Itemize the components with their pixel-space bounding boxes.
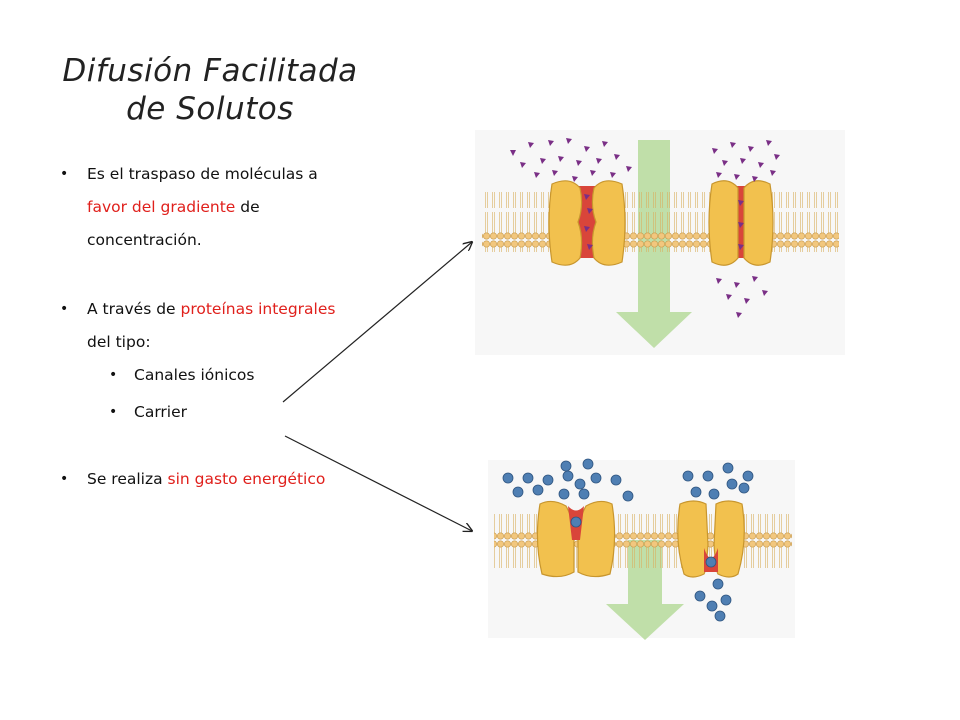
bullet-text: Es el traspaso de moléculas a: [87, 165, 318, 183]
lipid-bilayer: [482, 192, 839, 252]
channel-protein-left: [548, 180, 583, 266]
solute-particles: [502, 458, 754, 622]
bullet-text: A través de: [87, 300, 181, 318]
sub-bullet-text: Canales iónicos: [134, 366, 255, 384]
bullet-text: de concentración.: [87, 198, 260, 249]
title-line-2: de Solutos: [126, 91, 294, 127]
carrier-protein-left: [536, 500, 575, 578]
carrier-protein-right: [713, 500, 745, 578]
bullet-energy: Se realiza sin gasto energético: [60, 463, 360, 496]
channel-protein-right: [743, 180, 774, 266]
bullet-text: Se realiza: [87, 470, 168, 488]
ion-channel-illustration: [475, 130, 845, 355]
gradient-arrow-icon: [606, 540, 684, 640]
highlight-text: proteínas integrales: [180, 300, 336, 318]
slide-title: Difusión Facilitada de Solutos: [30, 52, 390, 128]
carrier-protein-left: [677, 500, 709, 578]
ion-particles: [510, 138, 780, 318]
bullet-text: del tipo:: [87, 333, 151, 351]
highlight-text: sin gasto energético: [167, 470, 326, 488]
sub-bullet-ion-channels: Canales iónicos: [60, 359, 360, 392]
arrow-to-carrier: [284, 435, 472, 531]
channel-protein-left: [708, 180, 739, 266]
title-line-1: Difusión Facilitada: [62, 53, 358, 89]
bullet-definition: Es el traspaso de moléculas a favor del …: [60, 158, 360, 257]
channel-protein-right: [591, 180, 626, 266]
highlight-text: favor del gradiente: [87, 198, 236, 216]
bullet-proteins: A través de proteínas integrales del tip…: [60, 293, 360, 359]
arrow-to-ion-channel: [282, 242, 472, 403]
bullet-list: Es el traspaso de moléculas a favor del …: [60, 158, 360, 496]
carrier-protein-illustration: [488, 458, 795, 640]
sub-bullet-carrier: Carrier: [60, 396, 360, 429]
carrier-protein-right: [577, 500, 616, 578]
sub-bullet-text: Carrier: [134, 403, 188, 421]
